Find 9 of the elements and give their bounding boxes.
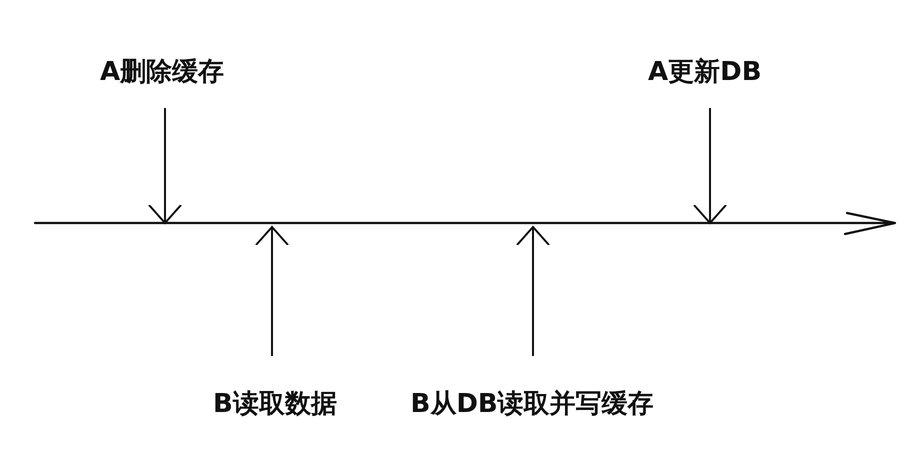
arrow bbox=[693, 108, 727, 224]
event-label: A删除缓存 bbox=[100, 56, 224, 88]
arrow bbox=[255, 226, 289, 356]
event-label: B读取数据 bbox=[213, 388, 337, 420]
arrow bbox=[516, 226, 550, 356]
event-label: B从DB读取并写缓存 bbox=[410, 388, 654, 420]
arrow bbox=[148, 108, 182, 224]
event-label: A更新DB bbox=[648, 56, 762, 88]
timeline-arrow bbox=[35, 212, 897, 234]
